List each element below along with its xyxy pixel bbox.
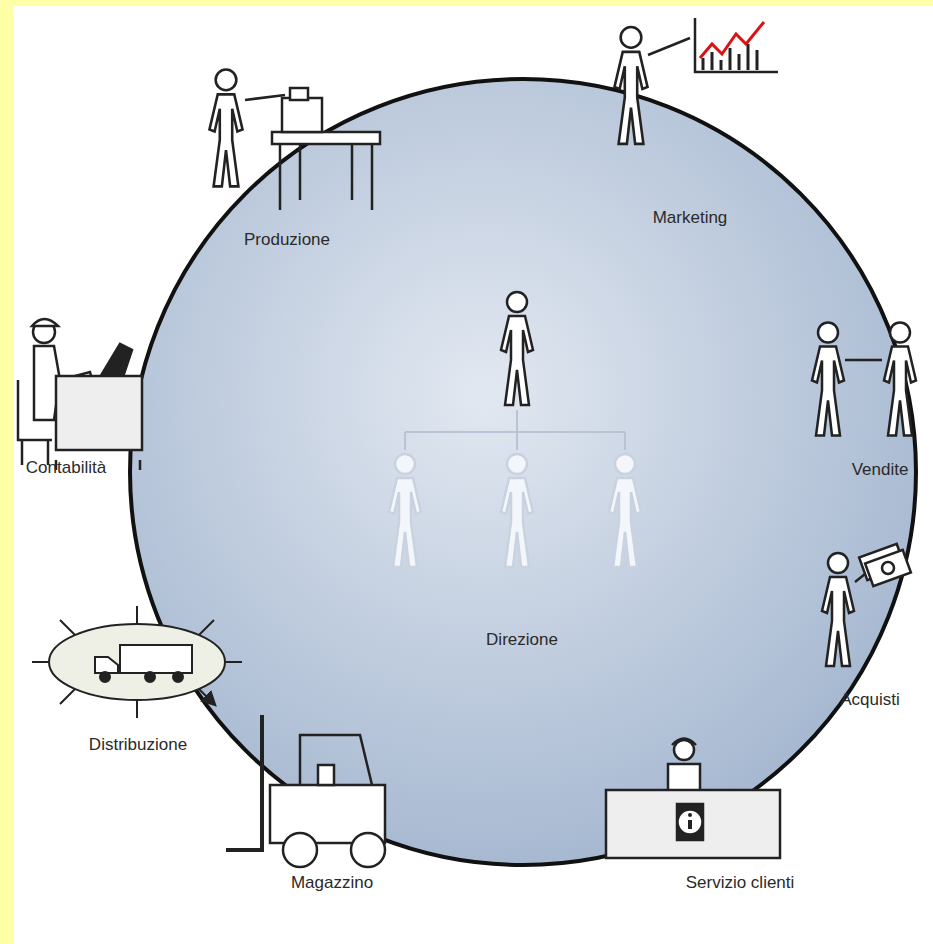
department-label: Distribuzione: [89, 735, 187, 755]
director-figure: [501, 292, 533, 405]
department-label: Magazzino: [291, 873, 373, 893]
department-label: Servizio clienti: [686, 873, 795, 893]
staff-figures: [389, 454, 641, 567]
circle-shape: [130, 79, 916, 865]
accounting-icon: [18, 319, 142, 470]
department-label: Produzione: [244, 230, 330, 250]
org-chart-lines: [405, 410, 625, 450]
node-label: Direzione: [486, 630, 558, 650]
department-label: Acquisti: [840, 690, 900, 710]
circle-outline: [128, 77, 918, 867]
department-label: Marketing: [653, 208, 728, 228]
management-circle: Direzione: [128, 77, 918, 867]
department-label: Vendite: [852, 460, 909, 480]
warehouse-forklift-icon: [226, 715, 385, 867]
sales-icon: [812, 323, 916, 436]
production-icon: [209, 70, 380, 210]
purchasing-icon: [822, 544, 911, 666]
marketing-icon: [614, 18, 778, 144]
customer-service-icon: [606, 739, 780, 859]
department-label: Contabilità: [26, 458, 106, 478]
distribution-icon: [32, 606, 242, 718]
